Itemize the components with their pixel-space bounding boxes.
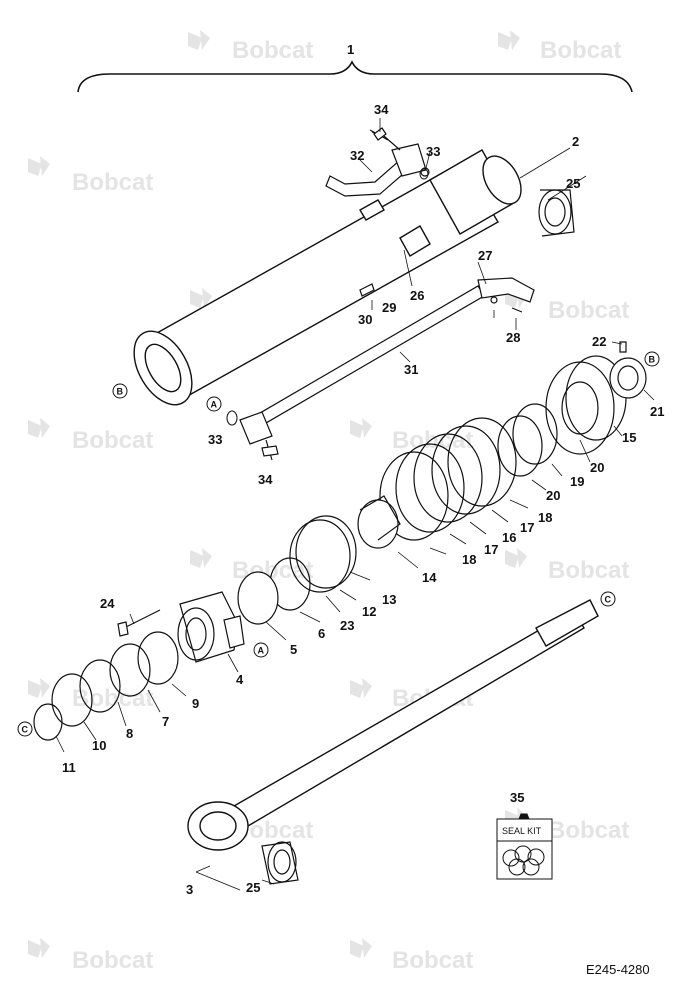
assembly-brace: [77, 60, 633, 93]
callout-5: 5: [290, 642, 297, 657]
callout-14: 14: [422, 570, 437, 585]
callout-3: 3: [186, 882, 193, 897]
ref-marker-b-right: B: [649, 355, 656, 365]
seal-kit-box: [496, 813, 553, 880]
callout-33-lower: 33: [208, 432, 222, 447]
ref-marker-a-upper: A: [211, 400, 218, 410]
callout-34-lower: 34: [258, 472, 273, 487]
ref-marker-c-right: C: [605, 595, 612, 605]
upper-hydraulic-tube: [325, 131, 430, 197]
callout-18-lower: 18: [462, 552, 476, 567]
cylinder-barrel: [133, 149, 522, 406]
ref-marker-a-lower: A: [258, 646, 265, 656]
watermark-text: Bobcat: [548, 557, 629, 584]
watermark-text: Bobcat: [540, 37, 621, 64]
callout-30: 30: [358, 312, 372, 327]
callout-25-upper: 25: [566, 176, 580, 191]
callout-numbers: 2 25 34 32 33 27 26 29 30 28 31 22 21 15…: [62, 102, 664, 897]
watermark-text: Bobcat: [392, 427, 473, 454]
watermark-logo: Bobcat: [505, 548, 629, 584]
callout-16: 16: [502, 530, 516, 545]
watermark-text: Bobcat: [392, 947, 473, 974]
callout-31: 31: [404, 362, 418, 377]
callout-7: 7: [162, 714, 169, 729]
callout-15: 15: [622, 430, 636, 445]
callout-4: 4: [236, 672, 244, 687]
bolts: [261, 127, 389, 461]
watermark-logo: Bobcat: [28, 156, 153, 196]
callout-33-upper: 33: [426, 144, 440, 159]
watermark-logo: Bobcat: [188, 30, 313, 64]
watermark-logo: Bobcat: [498, 30, 621, 64]
callout-18-upper: 18: [538, 510, 552, 525]
reference-markers: B B A A C C: [17, 351, 660, 737]
watermark-text: Bobcat: [72, 169, 153, 196]
callout-17-upper: 17: [520, 520, 534, 535]
callout-11: 11: [62, 760, 76, 775]
rod-seals: [33, 631, 179, 741]
callout-27: 27: [478, 248, 492, 263]
watermark-logo: Bobcat: [505, 288, 629, 324]
seal-kit-label: SEAL KIT: [502, 826, 542, 836]
bushing-lower: [261, 841, 299, 885]
callout-1: 1: [347, 42, 354, 57]
callout-10: 10: [92, 738, 106, 753]
callout-20-lower: 20: [546, 488, 560, 503]
document-id: E245-4280: [586, 962, 650, 977]
watermark-text: Bobcat: [232, 37, 313, 64]
watermark-logo: Bobcat: [28, 678, 153, 712]
watermark-logo: Bobcat: [28, 938, 153, 974]
callout-32: 32: [350, 148, 364, 163]
watermark-text: Bobcat: [72, 427, 153, 454]
callout-34-upper: 34: [374, 102, 389, 117]
ref-marker-b-left: B: [117, 387, 124, 397]
callout-8: 8: [126, 726, 133, 741]
watermark-text: Bobcat: [72, 685, 153, 712]
bushing-upper: [538, 189, 575, 237]
piston-rod: [187, 599, 599, 851]
piston-group: [379, 341, 647, 541]
leader-lines: [55, 118, 655, 891]
callout-35: 35: [510, 790, 524, 805]
watermark-text: Bobcat: [548, 297, 629, 324]
callout-22: 22: [592, 334, 606, 349]
gland-group: [117, 557, 311, 663]
watermark-logo: Bobcat: [350, 938, 473, 974]
callout-6: 6: [318, 626, 325, 641]
o-rings-33: [226, 168, 429, 426]
watermark-logo: Bobcat: [350, 418, 473, 454]
watermark-text: Bobcat: [548, 817, 629, 844]
callout-19: 19: [570, 474, 584, 489]
callout-23: 23: [340, 618, 354, 633]
callout-29-left: 29: [382, 300, 396, 315]
lower-hydraulic-tube: [239, 277, 535, 445]
watermark-text: Bobcat: [72, 947, 153, 974]
watermark-logo: Bobcat: [28, 418, 153, 454]
bushing-and-wear-rings: [289, 495, 401, 593]
callout-28: 28: [506, 330, 520, 345]
callout-24: 24: [100, 596, 115, 611]
callout-2: 2: [572, 134, 579, 149]
callout-12: 12: [362, 604, 376, 619]
callout-21: 21: [650, 404, 664, 419]
callout-9: 9: [192, 696, 199, 711]
callout-20-upper: 20: [590, 460, 604, 475]
callout-26: 26: [410, 288, 424, 303]
callout-13: 13: [382, 592, 396, 607]
callout-17-lower: 17: [484, 542, 498, 557]
ref-marker-c-left: C: [22, 725, 29, 735]
callout-25-lower: 25: [246, 880, 260, 895]
